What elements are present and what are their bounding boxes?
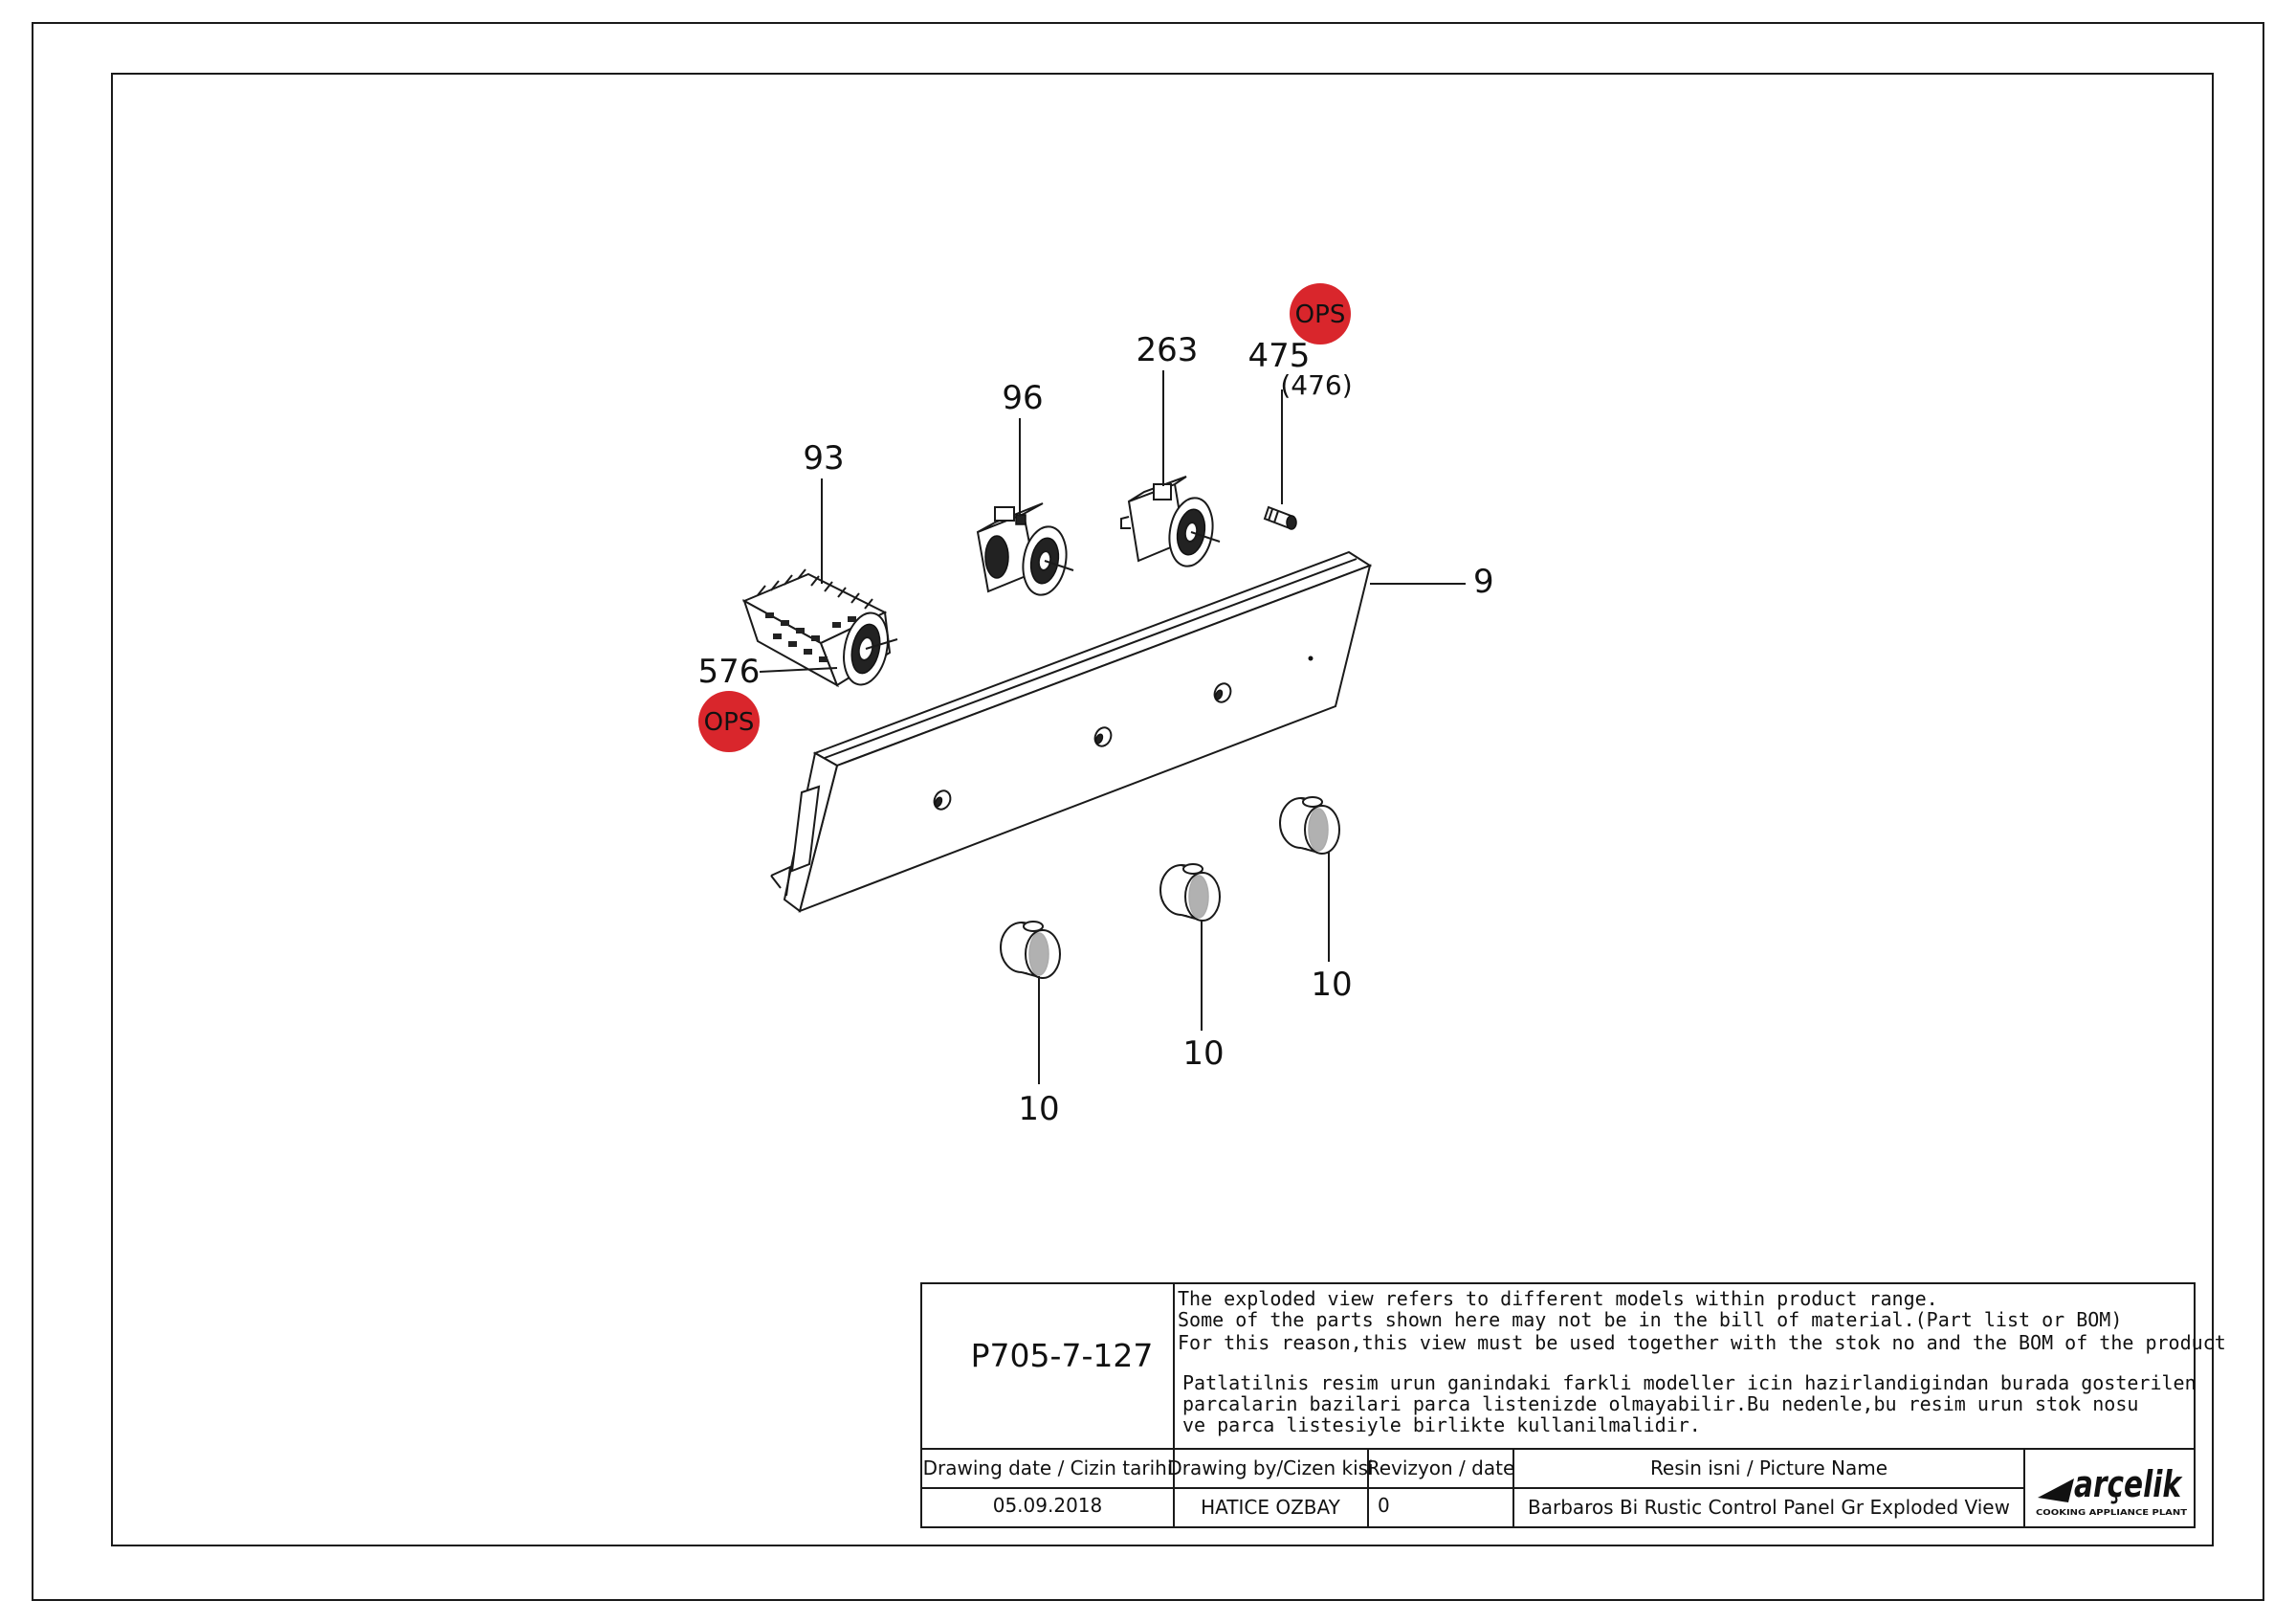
valve-part [1120, 476, 1221, 567]
note-tr-line: ve parca listesiyle birlikte kullanilmal… [1182, 1413, 1701, 1436]
knob-part [1279, 796, 1340, 855]
logo-swoosh-icon [2038, 1478, 2074, 1502]
thermostat-part [976, 502, 1074, 596]
callout-263: 263 [1137, 331, 1199, 369]
callout-10: 10 [1311, 966, 1352, 1004]
ops-badge-label: OPS [1295, 300, 1346, 329]
header-picture-name: Resin isni / Picture Name [1650, 1456, 1888, 1479]
leader-lines [759, 370, 1466, 1084]
header-revision: Revizyon / date [1367, 1456, 1515, 1479]
drawing-number: P705-7-127 [971, 1337, 1154, 1374]
callout-93: 93 [803, 439, 844, 478]
arcelik-logo: arçelik COOKING APPLIANCE PLANT [2036, 1463, 2188, 1517]
callout-476: (476) [1280, 369, 1352, 401]
pin-part [1263, 505, 1297, 530]
inner-border [111, 73, 2214, 1546]
callout-475: 475 [1248, 337, 1311, 375]
ops-badge-label: OPS [704, 708, 755, 737]
note-tr-line: parcalarin bazilari parca listenizde olm… [1182, 1392, 2138, 1415]
value-revision: 0 [1378, 1494, 1390, 1517]
callout-96: 96 [1002, 379, 1043, 417]
callout-10: 10 [1182, 1034, 1224, 1073]
logo-subtitle: COOKING APPLIANCE PLANT [2036, 1508, 2188, 1517]
knob-part [1159, 863, 1221, 922]
title-block: P705-7-127 The exploded view refers to d… [920, 1282, 2226, 1528]
value-picture-name: Barbaros Bi Rustic Control Panel Gr Expl… [1528, 1496, 2010, 1519]
panel-hole [1213, 682, 1232, 703]
control-panel-part [770, 550, 1373, 913]
note-en-line: The exploded view refers to different mo… [1178, 1287, 1938, 1310]
knob-part [1000, 921, 1061, 979]
note-en-line: Some of the parts shown here may not be … [1178, 1308, 2122, 1331]
panel-hole [1093, 726, 1113, 747]
value-drawing-date: 05.09.2018 [993, 1494, 1103, 1517]
ops-badge: OPS [1290, 283, 1351, 345]
callout-10: 10 [1018, 1090, 1059, 1128]
note-en-line: For this reason,this view must be used t… [1178, 1331, 2226, 1354]
note-tr-line: Patlatilnis resim urun ganindaki farkli … [1182, 1371, 2197, 1394]
header-drawing-date: Drawing date / Cizin tarihi [923, 1456, 1173, 1479]
panel-hole [933, 789, 952, 811]
outer-border [32, 22, 2264, 1601]
selector-switch-part [741, 568, 898, 688]
value-drawing-by: HATICE OZBAY [1201, 1496, 1341, 1519]
ops-badge: OPS [698, 691, 760, 752]
callout-576: 576 [698, 653, 761, 691]
logo-wordmark: arçelik [2074, 1463, 2183, 1505]
callout-9: 9 [1473, 563, 1494, 601]
header-drawing-by: Drawing by/Cizen kisi [1167, 1456, 1373, 1479]
